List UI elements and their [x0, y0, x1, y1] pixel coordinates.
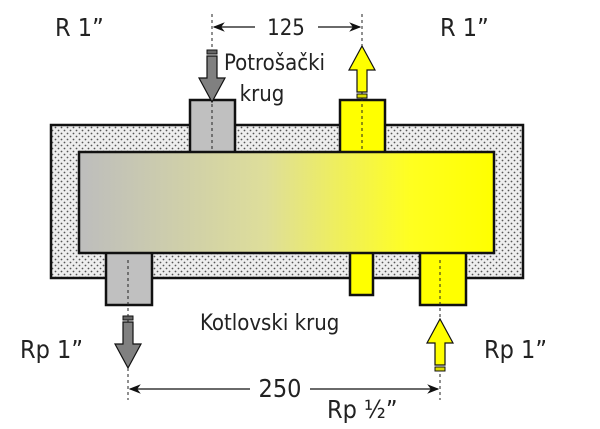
boiler-return-pipe: [104, 249, 154, 307]
arrow-up-icon: [347, 44, 377, 99]
bottom-right-thread-label: Rp 1”: [484, 335, 547, 364]
top-left-thread-label: R 1”: [55, 13, 104, 42]
consumer-flow-pipe: [338, 98, 387, 156]
drain-pipe: [348, 249, 375, 297]
separator-body: [77, 150, 496, 255]
bottom-left-thread-label: Rp 1”: [20, 335, 83, 364]
boiler-flow-pipe: [418, 249, 468, 307]
consumer-return-pipe: [188, 98, 237, 156]
top-dimension-label: 125: [267, 16, 305, 41]
arrow-up-icon: [425, 317, 455, 372]
consumer-circuit-label: Potrošački: [224, 51, 325, 76]
arrow-down-icon: [113, 315, 143, 370]
arrow-down-icon: [197, 49, 227, 104]
consumer-circuit-label-2: krug: [240, 82, 285, 107]
top-right-thread-label: R 1”: [440, 13, 489, 42]
bottom-small-thread-label: Rp ½”: [327, 395, 398, 424]
boiler-circuit-label: Kotlovski krug: [200, 311, 339, 336]
bottom-dimension-label: 250: [259, 374, 302, 403]
